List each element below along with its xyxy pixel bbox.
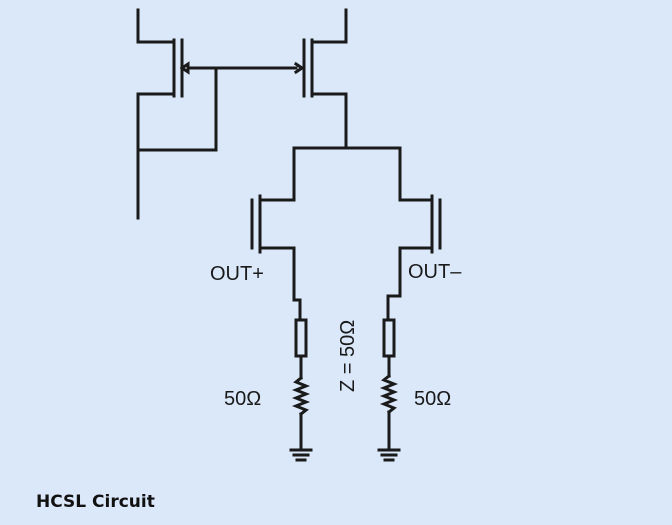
label-impedance: Z = 50Ω xyxy=(337,320,359,392)
label-resistor-left: 50Ω xyxy=(224,388,261,410)
left-termination xyxy=(289,298,313,462)
right-termination xyxy=(377,318,401,462)
figure-caption: HCSL Circuit xyxy=(36,492,155,512)
mirror-transistor-left xyxy=(136,8,298,220)
tail-wire xyxy=(258,146,434,202)
mirror-transistor-right xyxy=(293,8,348,150)
label-out-minus: OUT– xyxy=(408,261,462,283)
label-resistor-right: 50Ω xyxy=(414,388,451,410)
output-transistor-left xyxy=(250,194,296,302)
label-out-plus: OUT+ xyxy=(210,263,264,285)
output-transistor-right xyxy=(386,194,442,322)
